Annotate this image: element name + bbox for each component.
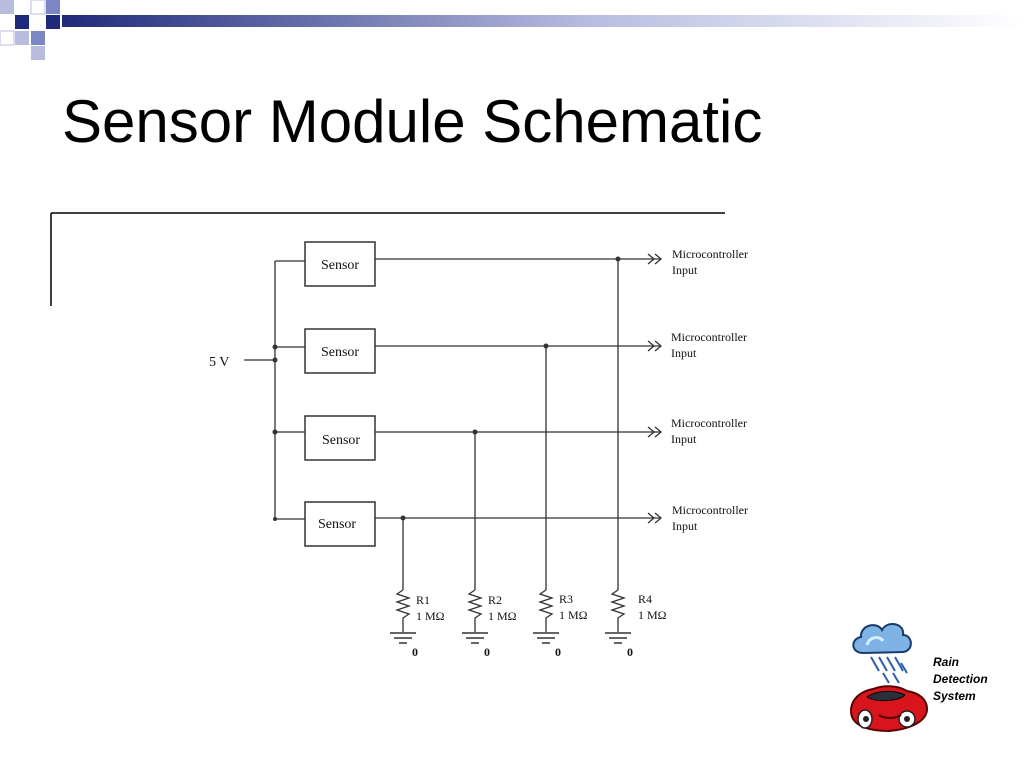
logo-caption-line: Detection	[933, 672, 988, 686]
output-label: Microcontroller	[671, 330, 747, 344]
output-arrow-icon	[647, 340, 656, 352]
ground-label: 0	[412, 645, 418, 659]
output-arrow-icon	[654, 253, 663, 265]
junction-dot	[272, 429, 278, 435]
resistor-value: 1 MΩ	[559, 608, 588, 622]
supply-label: 5 V	[209, 355, 229, 370]
resistor-name: R1	[416, 593, 430, 607]
output-label: Microcontroller	[672, 503, 748, 517]
ground-label: 0	[555, 645, 561, 659]
output-label: Microcontroller	[671, 416, 747, 430]
sensor-label: Sensor	[321, 345, 359, 360]
resistor-icon	[609, 589, 627, 632]
ground-icon	[462, 632, 488, 644]
ground-label: 0	[627, 645, 633, 659]
ground-icon	[605, 632, 631, 644]
resistor-name: R4	[638, 592, 652, 606]
output-label: Input	[671, 432, 697, 446]
corner-decoration	[0, 0, 1024, 60]
output-label: Input	[671, 346, 697, 360]
sensor-box	[304, 501, 376, 547]
junction-dot	[472, 429, 478, 435]
ground-label: 0	[484, 645, 490, 659]
rain-detection-logo	[849, 623, 929, 733]
rain-cloud-icon	[852, 623, 912, 684]
sensor-label: Sensor	[318, 517, 356, 532]
resistor-name: R2	[488, 593, 502, 607]
resistor-name: R3	[559, 592, 573, 606]
deco-square	[15, 15, 29, 29]
deco-square	[31, 31, 45, 45]
ground-icon	[390, 632, 416, 644]
junction-dot	[615, 256, 621, 262]
logo-caption: Rain Detection System	[933, 654, 988, 705]
resistor-value: 1 MΩ	[416, 609, 445, 623]
output-arrow-icon	[654, 426, 663, 438]
junction-dot	[543, 343, 549, 349]
deco-square	[0, 0, 14, 14]
output-label: Input	[672, 263, 698, 277]
logo-caption-line: System	[933, 689, 976, 703]
output-arrow-icon	[647, 426, 656, 438]
junction-dot	[273, 517, 277, 521]
output-arrow-icon	[654, 512, 663, 524]
sensor-box	[304, 415, 376, 461]
junction-dot	[272, 357, 278, 363]
junction-dot	[272, 344, 278, 350]
deco-square	[30, 0, 46, 15]
output-arrow-icon	[654, 340, 663, 352]
output-arrow-icon	[647, 253, 656, 265]
resistor-icon	[394, 589, 412, 632]
output-label: Microcontroller	[672, 247, 748, 261]
sensor-box	[304, 241, 376, 287]
junction-dot	[400, 515, 406, 521]
deco-square	[0, 30, 15, 46]
logo-caption-line: Rain	[933, 655, 960, 669]
deco-square	[46, 15, 60, 29]
ground-icon	[533, 632, 559, 644]
deco-square	[15, 31, 29, 45]
resistor-value: 1 MΩ	[488, 609, 517, 623]
resistor-icon	[466, 589, 484, 632]
deco-square	[31, 46, 45, 60]
resistor-icon	[537, 589, 555, 632]
sensor-label: Sensor	[322, 433, 360, 448]
slide-title: Sensor Module Schematic	[62, 88, 763, 155]
red-car-icon	[849, 685, 929, 733]
deco-square	[46, 0, 60, 14]
header-gradient-bar	[62, 15, 1024, 27]
resistor-value: 1 MΩ	[638, 608, 667, 622]
output-label: Input	[672, 519, 698, 533]
sensor-label: Sensor	[321, 258, 359, 273]
output-arrow-icon	[647, 512, 656, 524]
sensor-box	[304, 328, 376, 374]
